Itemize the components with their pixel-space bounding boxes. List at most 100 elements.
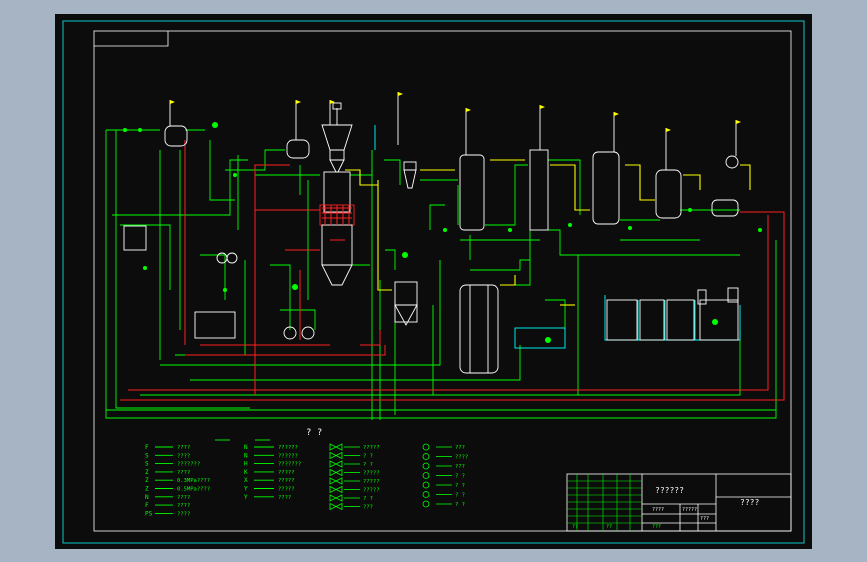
instrument-symbol-icon (422, 453, 430, 460)
legend-row: ? ? (329, 494, 373, 502)
legend-text: ? ? (363, 462, 373, 468)
legend-row: Z 0.5MPa???? (145, 486, 210, 493)
instrument-symbol-icon (422, 472, 430, 479)
legend-code: N (244, 452, 248, 459)
metering-tank (123, 225, 147, 251)
legend-row: ??? (422, 443, 465, 451)
legend-row: Y???? (244, 494, 291, 501)
legend-row: ? ? (329, 451, 373, 460)
legend-code: S (145, 452, 149, 459)
legend-text: ????? (278, 478, 295, 484)
valve-symbol-icon (329, 460, 337, 468)
legend-row: S??????? (145, 461, 200, 468)
legend-column-3: ?????? ?? ????????????????? ???? (329, 443, 380, 511)
center-title: ? ? (306, 428, 322, 438)
valve-symbol-icon (329, 494, 337, 502)
legend-text: ? ? (455, 474, 465, 480)
separator (725, 155, 739, 169)
valve-symbol-icon (335, 502, 343, 511)
legend-code: N (145, 494, 149, 501)
legend-row: ???? (422, 453, 468, 461)
title-block (566, 473, 792, 532)
legend-row: F???? (145, 502, 190, 509)
title-cell-2: ????? (682, 507, 697, 513)
column-4 (655, 169, 682, 219)
legend-text: ????? (278, 470, 295, 476)
legend-code: F (145, 502, 149, 509)
legend-row: N?????? (244, 452, 298, 459)
footer-cell-3: ??? (652, 524, 661, 530)
legend-text: ?????? (278, 453, 298, 459)
legend-row: ????? (329, 485, 380, 494)
legend-text: ???? (177, 453, 190, 459)
legend-code: S (145, 461, 149, 468)
legend-column-4: ??????????? ?? ?? ?? ? (422, 443, 468, 508)
pump-2 (301, 326, 315, 340)
outer-border (62, 20, 805, 544)
valve-symbol-icon (335, 477, 343, 485)
legend-code: Y (244, 494, 248, 501)
legend-text: ???? (177, 503, 190, 509)
valve-symbol-icon (335, 451, 343, 460)
legend-code: Z (145, 486, 149, 493)
valve-symbol-icon (335, 494, 343, 502)
legend-row: ? ? (422, 500, 465, 508)
legend-row: ????? (329, 443, 380, 451)
legend-row: ????? (329, 468, 380, 477)
steam-lines (120, 140, 785, 401)
column-1 (459, 154, 485, 231)
reactor-internals (322, 205, 352, 225)
legend-text: ???? (177, 470, 190, 476)
valve-symbol-icon (329, 485, 337, 494)
legend-text: ???? (177, 511, 190, 517)
legend-code: F (145, 444, 149, 451)
legend-text: ???? (177, 495, 190, 501)
legend-text: ??????? (278, 462, 301, 468)
legend-text: ??? (455, 445, 465, 451)
valve-symbol-icon (335, 460, 343, 468)
legend-text: 0.3MPa???? (177, 478, 210, 484)
instruments (123, 122, 762, 343)
title-main: ?????? (655, 486, 684, 495)
valve-symbol-icon (335, 485, 343, 494)
legend-text: 0.5MPa???? (177, 487, 210, 493)
drawing-sheet (55, 14, 812, 549)
legend-row: K????? (244, 469, 295, 476)
valve-symbol-icon (335, 443, 343, 451)
holding-tank (194, 311, 236, 339)
legend-text: ???? (278, 495, 291, 501)
instrument-symbol-icon (422, 491, 430, 498)
legend-code: Z (145, 469, 149, 476)
valve-symbol-icon (329, 477, 337, 485)
legend-text: ?????? (278, 445, 298, 451)
legend-code: N (244, 444, 248, 451)
legend-row: PS???? (145, 510, 190, 517)
preheater (286, 139, 310, 159)
legend-row: X????? (244, 477, 295, 484)
legend-text: ??? (455, 464, 465, 470)
legend-text: ????? (363, 488, 380, 494)
legend-row: ? ? (422, 472, 465, 480)
legend-text: ??? (363, 505, 373, 511)
instrument-symbol-icon (422, 462, 430, 470)
legend-code: K (244, 469, 248, 476)
legend-text: ? ? (455, 493, 465, 499)
legend-text: ? ? (363, 496, 373, 502)
legend-row: ? ? (422, 481, 465, 489)
valve-symbol-icon (329, 502, 337, 511)
title-cell-3: ??? (700, 516, 709, 522)
treatment-tank-2 (639, 299, 665, 341)
legend-row: N???? (145, 494, 190, 501)
legend-row: ????? (329, 477, 380, 485)
legend-row: ? ? (422, 491, 465, 499)
treatment-tank-3 (666, 299, 695, 341)
legend-row: N?????? (244, 444, 298, 451)
instrument-symbol-icon (422, 481, 430, 489)
legend-text: ????? (278, 487, 295, 493)
legend-row: ??? (422, 462, 465, 470)
legend-row: Y????? (244, 486, 295, 493)
vent-stacks (169, 92, 737, 170)
